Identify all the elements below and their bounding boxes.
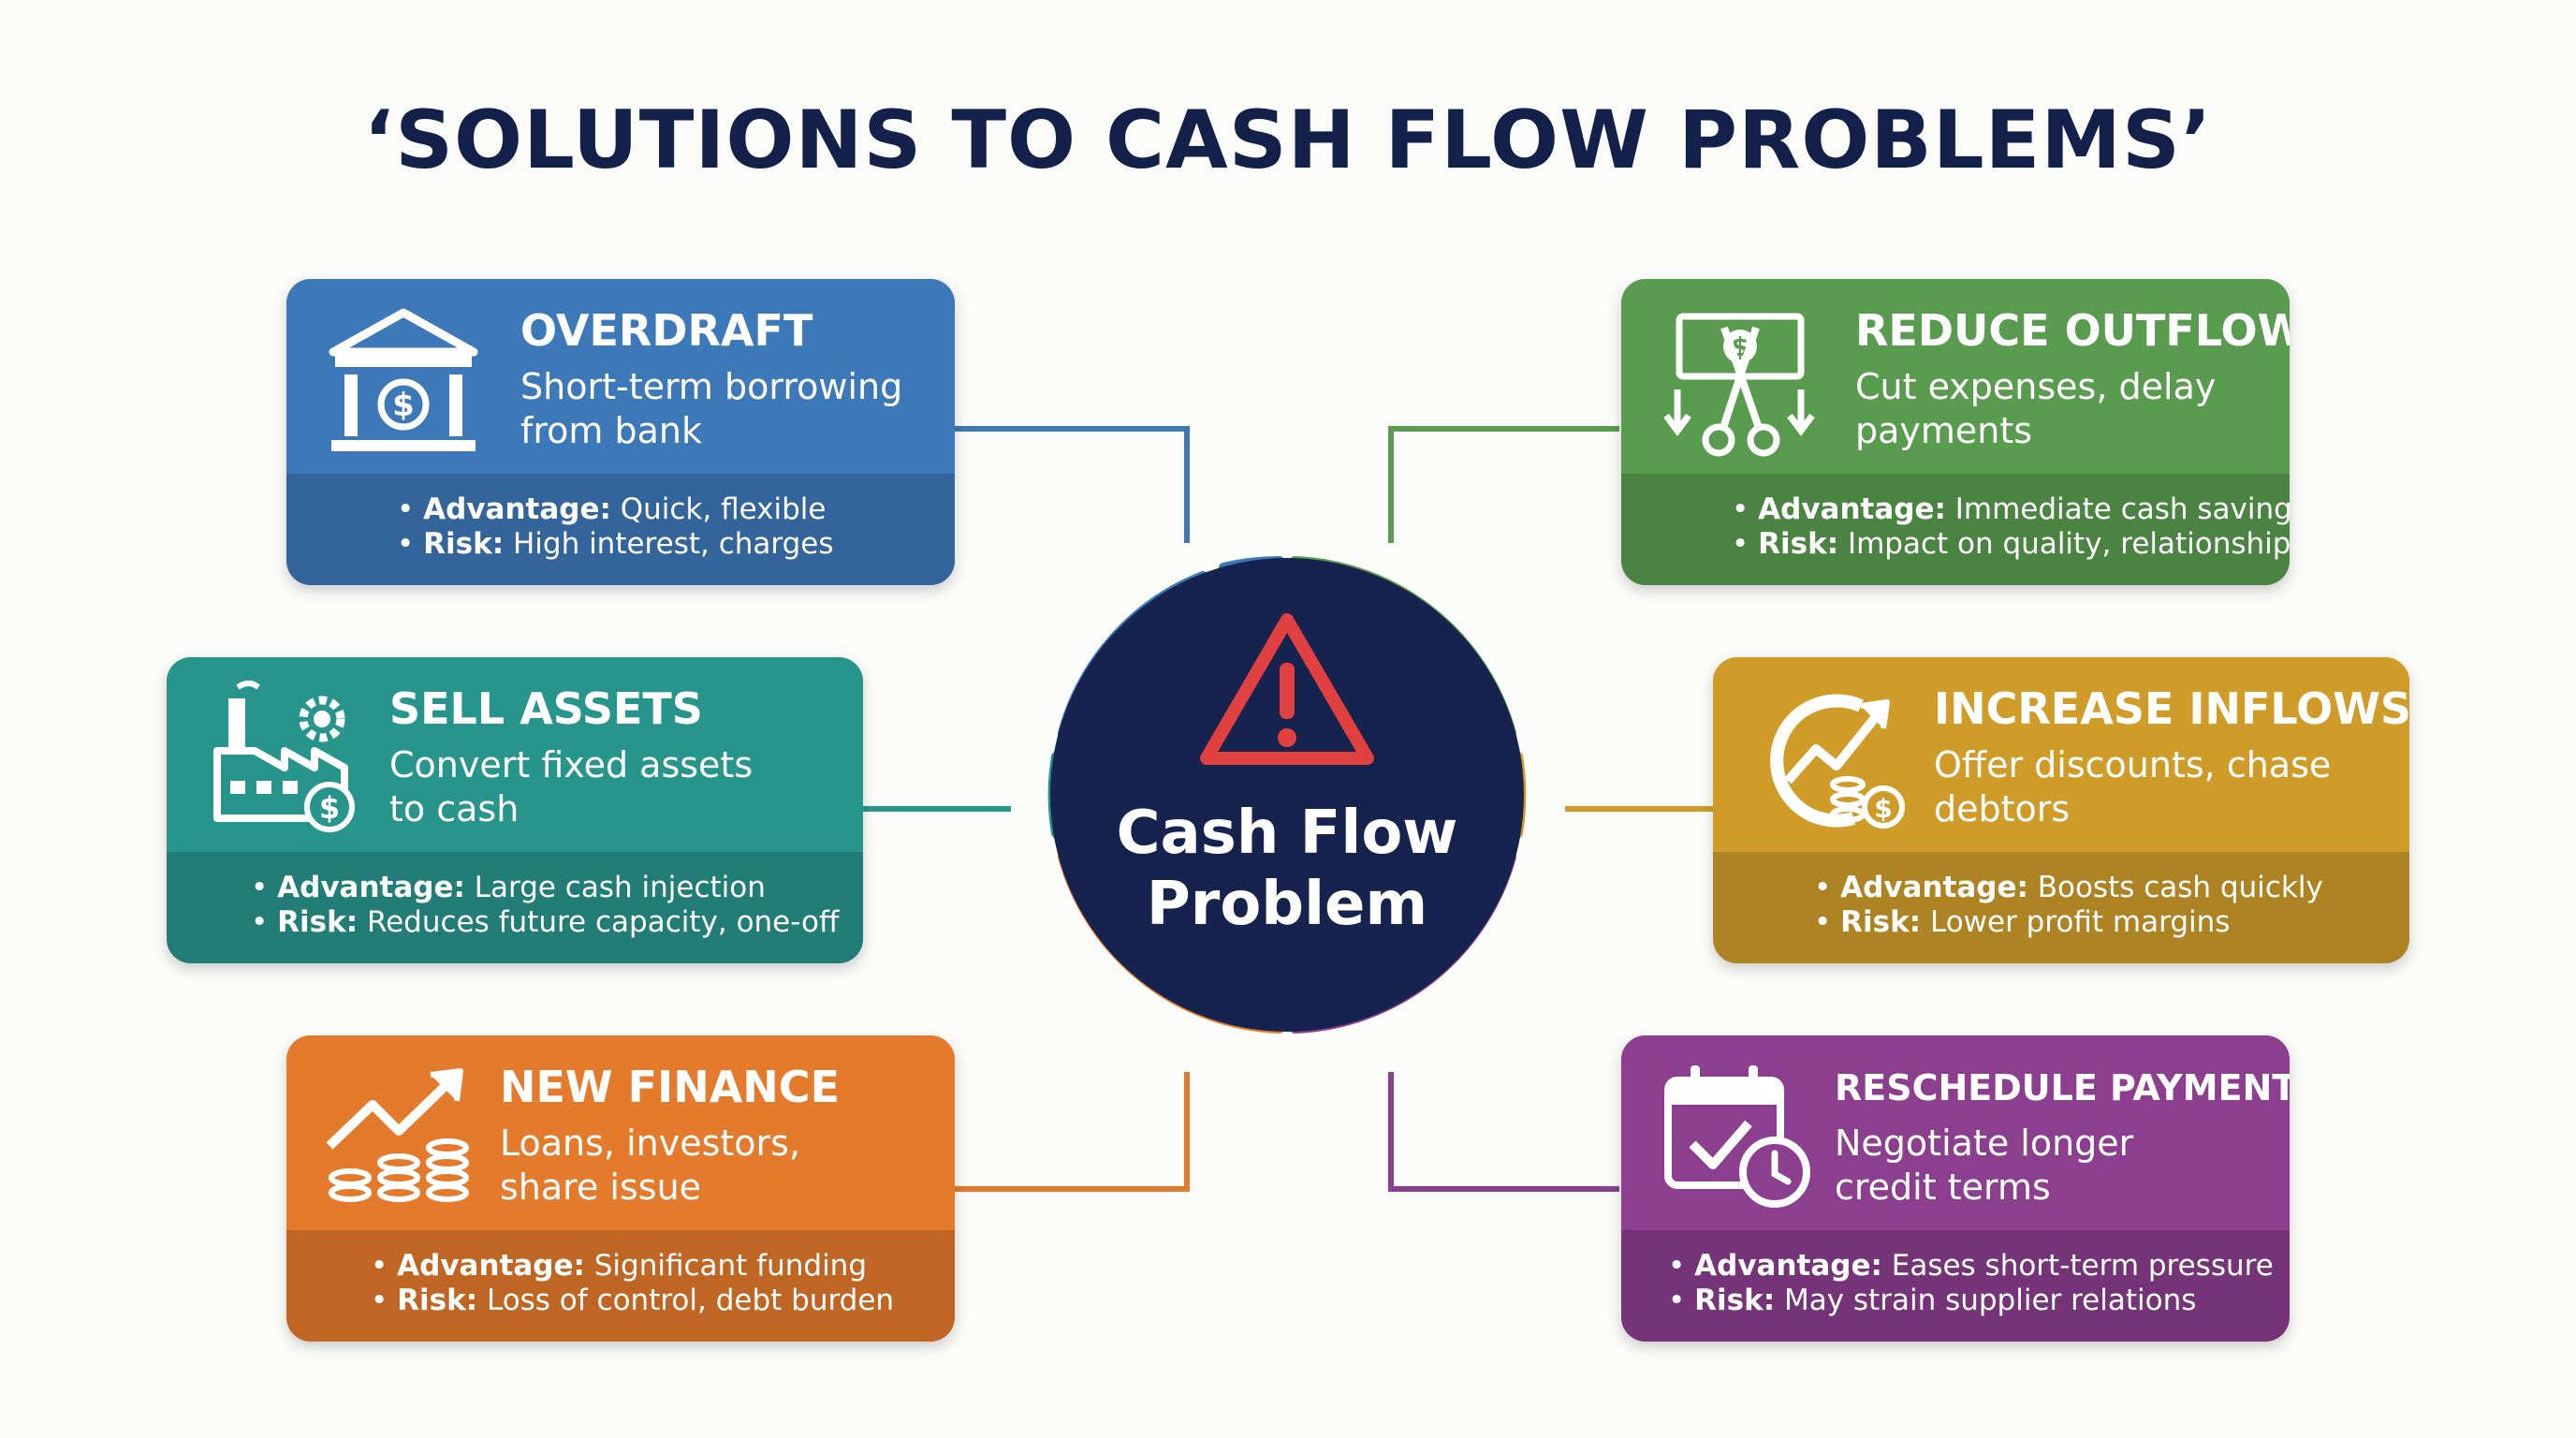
advantage-bullet: • Advantage: Quick, flexible bbox=[397, 492, 827, 526]
risk-text: Reduces future capacity, one-off bbox=[358, 905, 840, 939]
advantage-text: Large cash injection bbox=[464, 871, 766, 904]
risk-label: Risk: bbox=[423, 527, 505, 561]
bank-icon: $ bbox=[329, 308, 478, 451]
card-description-line1: Loans, investors, bbox=[500, 1123, 801, 1164]
svg-text:$: $ bbox=[1874, 793, 1892, 824]
risk-bullet: • Risk: Lower profit margins bbox=[1814, 905, 2231, 939]
svg-text:$: $ bbox=[319, 790, 340, 826]
card-description: Negotiate longer credit terms bbox=[1835, 1122, 2247, 1210]
cut-money-icon: $ bbox=[1663, 313, 1815, 457]
card-heading: REDUCE OUTFLOWS bbox=[1855, 305, 2290, 356]
advantage-bullet: • Advantage: Significant funding bbox=[371, 1249, 868, 1283]
connector-reduce-outflows bbox=[1388, 426, 1619, 543]
risk-label: Risk: bbox=[1840, 905, 1922, 939]
card-details: • Advantage: Eases short-term pressure •… bbox=[1621, 1230, 2290, 1342]
card-reschedule-payments: RESCHEDULE PAYMENTS Negotiate longer cre… bbox=[1621, 1035, 2290, 1342]
warning-icon bbox=[1200, 613, 1374, 765]
connector-new-finance bbox=[955, 1072, 1190, 1192]
card-details: • Advantage: Large cash injection • Risk… bbox=[167, 852, 863, 963]
advantage-text: Immediate cash saving bbox=[1945, 492, 2290, 526]
card-details: • Advantage: Significant funding • Risk:… bbox=[286, 1230, 955, 1342]
card-description: Short-term borrowing from bank bbox=[520, 365, 932, 453]
factory-icon: $ bbox=[213, 681, 355, 832]
card-heading: SELL ASSETS bbox=[389, 683, 703, 734]
card-sell-assets: $ SELL ASSETS Convert fixed assets to ca… bbox=[167, 657, 863, 963]
advantage-label: Advantage: bbox=[397, 1249, 585, 1283]
trend-coins-icon bbox=[326, 1068, 469, 1202]
advantage-bullet: • Advantage: Boosts cash quickly bbox=[1814, 871, 2323, 904]
advantage-label: Advantage: bbox=[1694, 1249, 1882, 1283]
advantage-label: Advantage: bbox=[1840, 871, 2028, 904]
center-circle bbox=[1050, 558, 1524, 1032]
card-description: Cut expenses, delay payments bbox=[1855, 365, 2267, 453]
advantage-bullet: • Advantage: Immediate cash saving bbox=[1732, 492, 2290, 527]
calendar-clock-icon bbox=[1664, 1065, 1810, 1208]
card-details: • Advantage: Immediate cash saving • Ris… bbox=[1621, 474, 2290, 585]
center-label-line2: Problem bbox=[1146, 870, 1428, 939]
risk-bullet: • Risk: Reduces future capacity, one-off bbox=[251, 905, 840, 939]
risk-text: High interest, charges bbox=[504, 527, 834, 561]
card-description-line1: Negotiate longer bbox=[1835, 1123, 2134, 1164]
risk-bullet: • Risk: May strain supplier relations bbox=[1668, 1284, 2197, 1317]
advantage-bullet: • Advantage: Large cash injection bbox=[251, 871, 766, 904]
card-heading: RESCHEDULE PAYMENTS bbox=[1835, 1067, 2290, 1108]
risk-label: Risk: bbox=[1694, 1284, 1776, 1317]
growth-coins-icon: $ bbox=[1770, 694, 1905, 829]
center-label-line1: Cash Flow bbox=[1116, 799, 1458, 868]
risk-label: Risk: bbox=[277, 905, 359, 939]
card-description-line2: from bank bbox=[520, 410, 703, 451]
card-details: • Advantage: Boosts cash quickly • Risk:… bbox=[1713, 852, 2409, 963]
card-heading: OVERDRAFT bbox=[520, 305, 813, 356]
card-description-line2: payments bbox=[1855, 410, 2033, 451]
page-title: ‘SOLUTIONS TO CASH FLOW PROBLEMS’ bbox=[363, 94, 2213, 187]
center-label: Cash Flow Problem bbox=[1050, 798, 1524, 940]
card-reduce-outflows: $ REDUCE OUTFLOWS Cut expenses, delay pa… bbox=[1621, 279, 2290, 585]
card-description-line2: debtors bbox=[1934, 788, 2071, 829]
card-description: Loans, investors, share issue bbox=[500, 1122, 912, 1210]
risk-text: Impact on quality, relationships bbox=[1838, 527, 2290, 561]
advantage-text: Eases short-term pressure bbox=[1881, 1249, 2274, 1283]
risk-bullet: • Risk: Loss of control, debt burden bbox=[371, 1284, 895, 1317]
card-description-line1: Convert fixed assets bbox=[389, 744, 754, 785]
card-overdraft: $ OVERDRAFT Short-term borrowing from ba… bbox=[286, 279, 955, 585]
risk-bullet: • Risk: Impact on quality, relationships bbox=[1732, 527, 2290, 562]
card-description-line2: credit terms bbox=[1835, 1167, 2051, 1208]
card-heading: NEW FINANCE bbox=[500, 1062, 840, 1112]
card-heading: INCREASE INFLOWS bbox=[1934, 683, 2409, 734]
card-description-line1: Offer discounts, chase bbox=[1934, 744, 2332, 785]
connector-overdraft bbox=[955, 426, 1190, 543]
card-description: Offer discounts, chase debtors bbox=[1934, 743, 2346, 831]
card-description-line2: share issue bbox=[500, 1167, 702, 1208]
card-description-line1: Short-term borrowing bbox=[520, 366, 903, 407]
risk-bullet: • Risk: High interest, charges bbox=[397, 527, 834, 561]
advantage-text: Quick, flexible bbox=[610, 492, 827, 526]
connector-reschedule bbox=[1388, 1072, 1619, 1192]
card-increase-inflows: $ INCREASE INFLOWS Offer discounts, chas… bbox=[1713, 657, 2409, 963]
card-description-line2: to cash bbox=[389, 788, 520, 829]
advantage-label: Advantage: bbox=[423, 492, 611, 526]
advantage-label: Advantage: bbox=[277, 871, 465, 904]
card-description: Convert fixed assets to cash bbox=[389, 743, 801, 831]
card-new-finance: NEW FINANCE Loans, investors, share issu… bbox=[286, 1035, 955, 1342]
advantage-label: Advantage: bbox=[1758, 492, 1946, 526]
card-details: • Advantage: Quick, flexible • Risk: Hig… bbox=[286, 474, 955, 585]
risk-label: Risk: bbox=[397, 1284, 478, 1317]
card-description-line1: Cut expenses, delay bbox=[1855, 366, 2217, 407]
advantage-text: Significant funding bbox=[584, 1249, 868, 1283]
advantage-bullet: • Advantage: Eases short-term pressure bbox=[1668, 1249, 2274, 1283]
advantage-text: Boosts cash quickly bbox=[2027, 871, 2323, 904]
risk-text: Loss of control, debt burden bbox=[477, 1284, 895, 1317]
svg-text:$: $ bbox=[392, 387, 415, 424]
risk-label: Risk: bbox=[1758, 527, 1839, 561]
risk-text: May strain supplier relations bbox=[1775, 1284, 2197, 1317]
risk-text: Lower profit margins bbox=[1921, 905, 2231, 939]
